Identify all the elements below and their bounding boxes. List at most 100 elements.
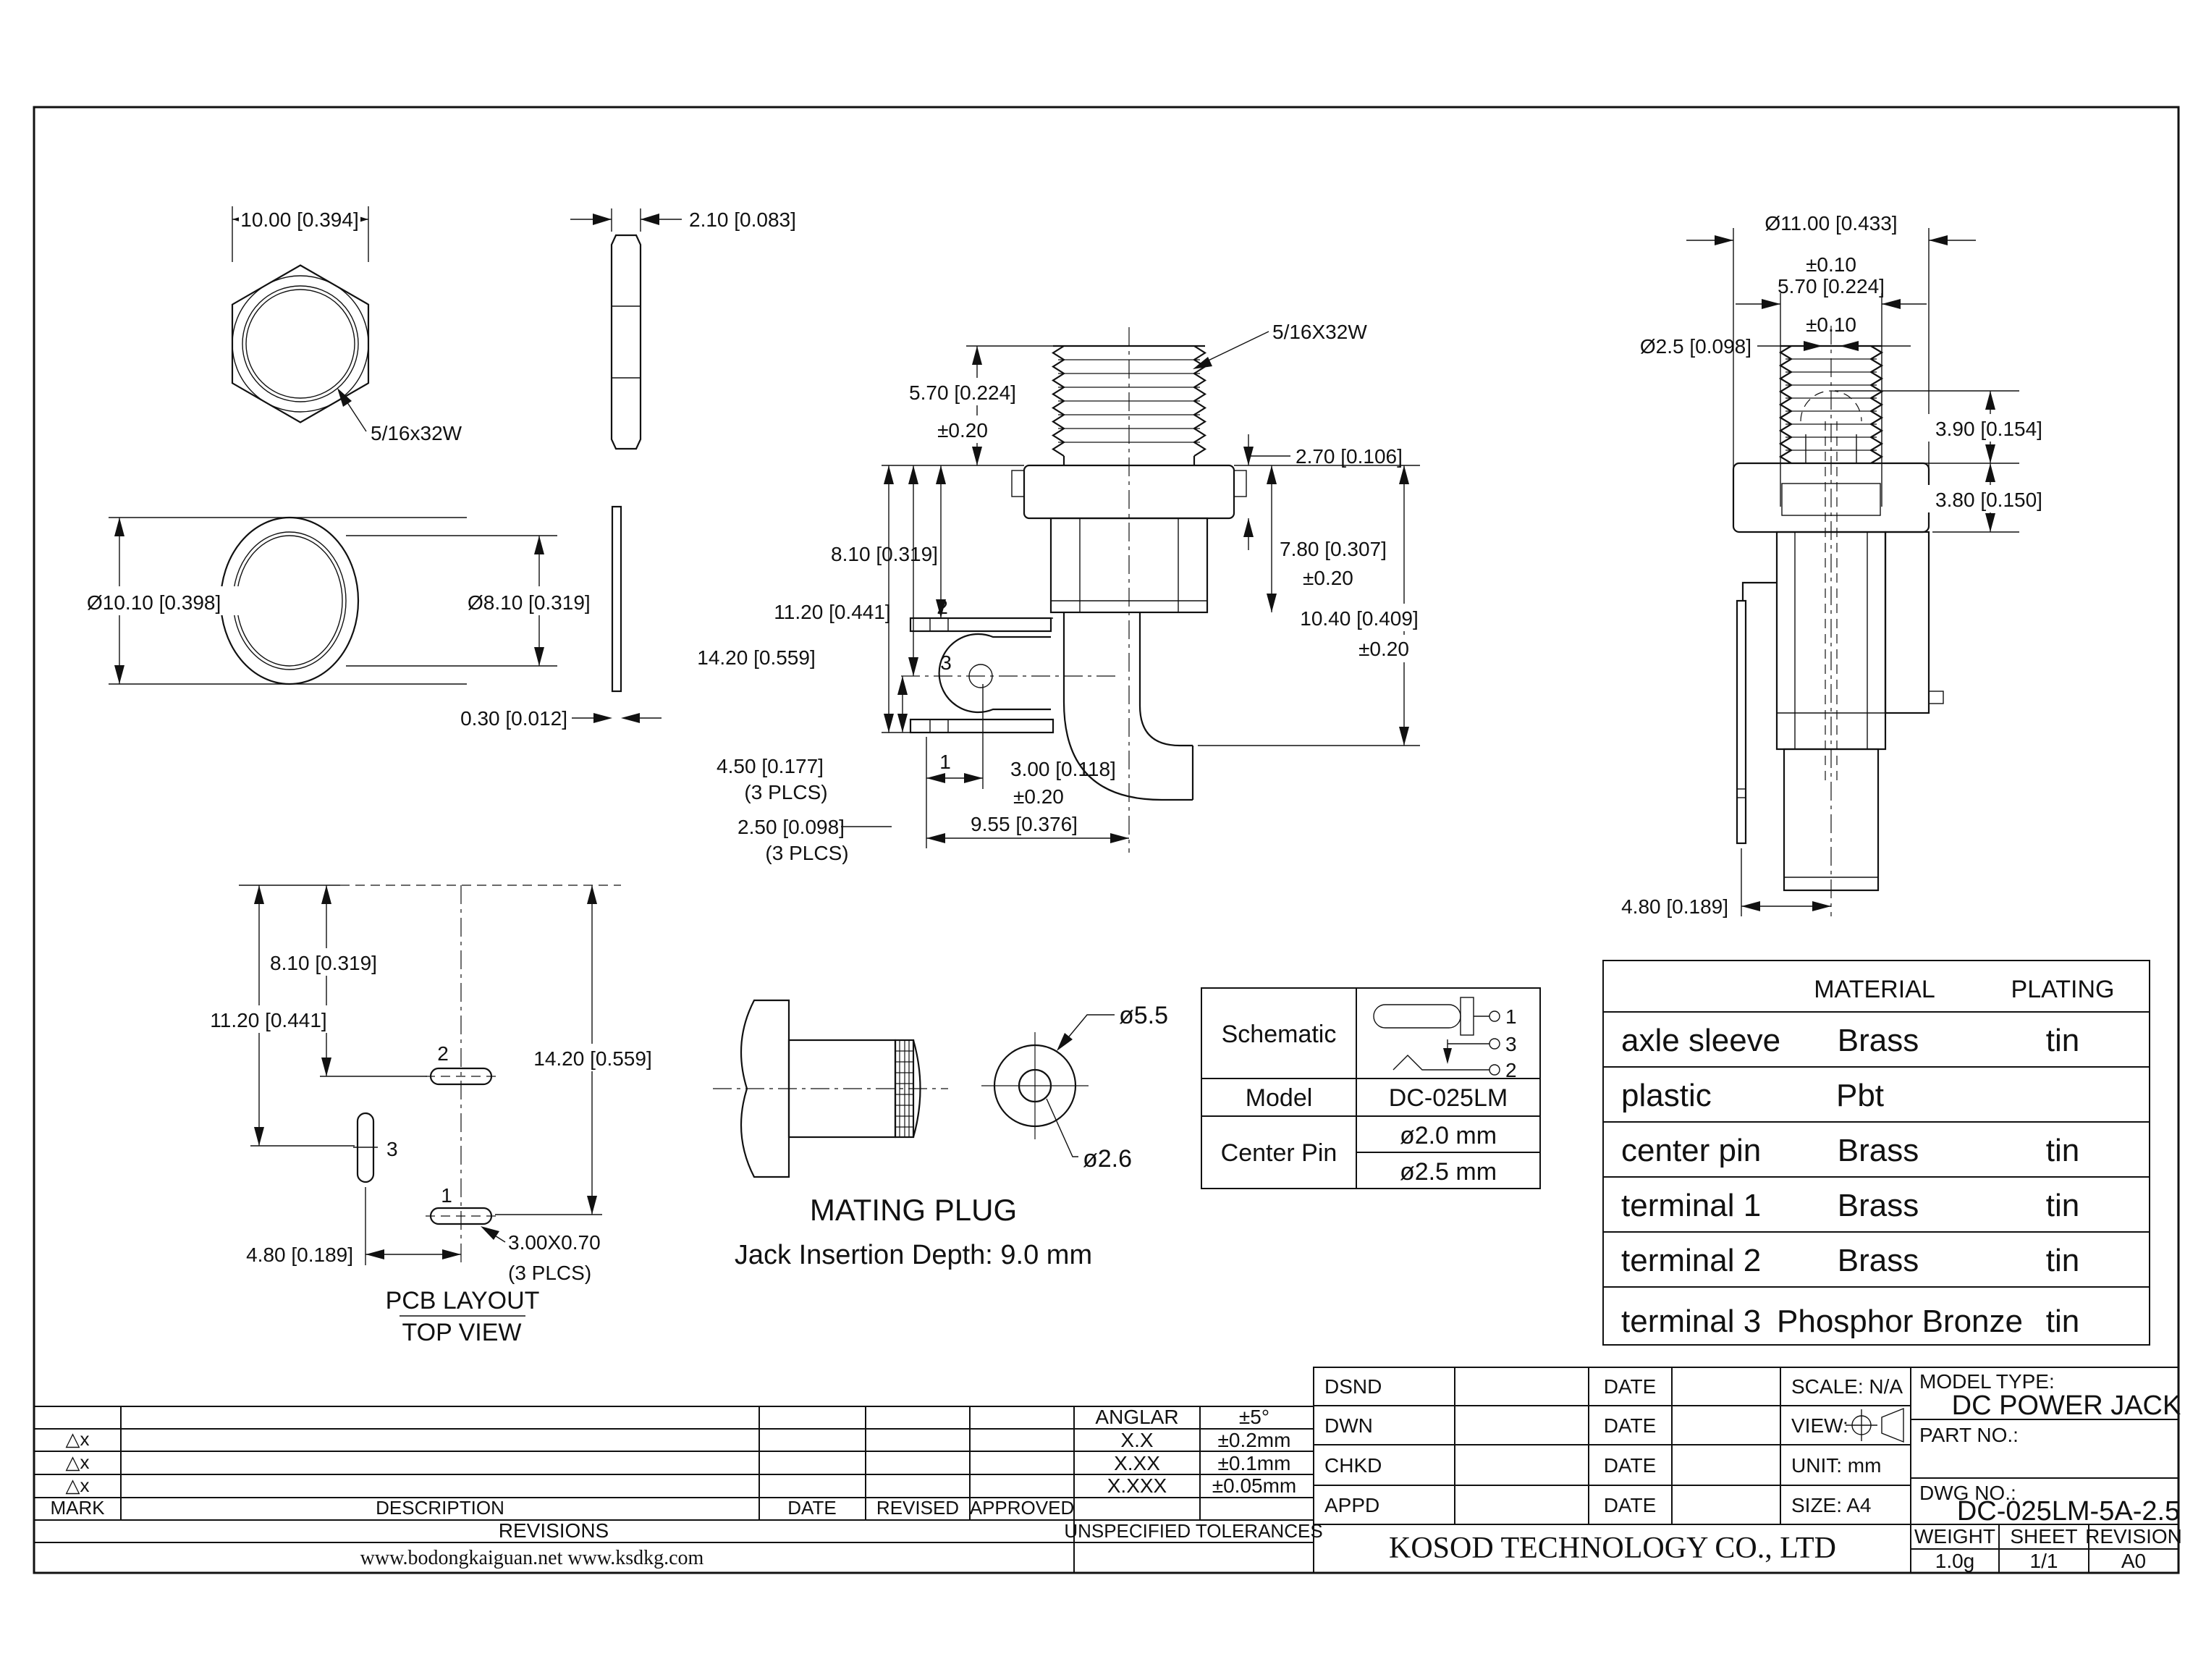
projection-symbol-icon xyxy=(1846,1407,1904,1443)
revision-value: A0 xyxy=(2121,1550,2146,1572)
company-name: KOSOD TECHNOLOGY CO., LTD xyxy=(1389,1532,1836,1565)
section-view: 5/16X32W 5.70 [0.224] ±0.20 8.10 [0.319]… xyxy=(697,321,1430,864)
revision-label: REVISION xyxy=(2085,1525,2182,1548)
section-450-note: (3 PLCS) xyxy=(744,781,827,803)
tol-row-xx-value: ±0.2mm xyxy=(1218,1429,1291,1451)
side-od-dim: Ø11.00 [0.433] xyxy=(1765,212,1897,235)
schematic-drawing: 1 3 2 xyxy=(1373,997,1517,1081)
section-250-note: (3 PLCS) xyxy=(765,842,848,864)
dsnd-label: DSND xyxy=(1324,1375,1382,1398)
title-block: DSND DWN CHKD APPD DATE DATE DATE DATE S… xyxy=(1313,1367,2182,1574)
revision-mark-3: △x xyxy=(66,1474,90,1496)
appd-label: APPD xyxy=(1324,1494,1379,1516)
weight-label: WEIGHT xyxy=(1914,1525,1995,1548)
plug-id-dim: ø2.6 xyxy=(1083,1145,1132,1173)
spec-centerpin-v1: ø2.0 mm xyxy=(1400,1122,1497,1149)
tol-row-anglar-label: ANGLAR xyxy=(1095,1406,1178,1428)
terminal-2-label: 2 xyxy=(937,596,948,618)
section-1040-tol: ±0.20 xyxy=(1358,638,1409,660)
side-480-dim: 4.80 [0.189] xyxy=(1621,895,1728,918)
revisions-table: △x △x △x MARK DESCRIPTION DATE REVISED A… xyxy=(34,1406,1314,1573)
plug-od-dim: ø5.5 xyxy=(1119,1002,1168,1029)
mating-plug-view: ø5.5 ø2.6 MATING PLUG Jack Insertion Dep… xyxy=(713,999,1168,1270)
terminal-1-label: 1 xyxy=(939,751,951,773)
dwg-no-value: DC-025LM-5A-2.5 xyxy=(1957,1496,2180,1527)
washer-od-dim: Ø10.10 [0.398] xyxy=(87,591,221,614)
washer-side-view: 0.30 [0.012] xyxy=(460,505,662,730)
schematic-pin2: 2 xyxy=(1505,1059,1517,1081)
part-name: terminal 1 xyxy=(1621,1188,1761,1223)
material-row-center-pin: center pin Brass tin xyxy=(1621,1133,2079,1168)
websites: www.bodongkaiguan.net www.ksdkg.com xyxy=(360,1547,704,1569)
side-pin-dim: Ø2.5 [0.098] xyxy=(1640,335,1751,358)
part-plating: tin xyxy=(2046,1133,2079,1168)
spec-centerpin-label: Center Pin xyxy=(1221,1139,1337,1167)
section-thread-label: 5/16X32W xyxy=(1272,321,1367,343)
spec-centerpin-v2: ø2.5 mm xyxy=(1400,1158,1497,1186)
chkd-label: CHKD xyxy=(1324,1454,1382,1477)
terminal-3-label: 3 xyxy=(940,651,952,674)
tol-row-xxxx-value: ±0.05mm xyxy=(1212,1474,1297,1497)
section-300-dim: 3.00 [0.118] xyxy=(1010,758,1116,780)
part-name: axle sleeve xyxy=(1621,1023,1780,1058)
part-plating: tin xyxy=(2046,1023,2079,1058)
revision-mark-2: △x xyxy=(66,1451,90,1473)
dwg-no-label: DWG NO.: xyxy=(1919,1482,2016,1504)
nut-side-view: 2.10 [0.083] xyxy=(570,208,796,450)
material-row-plastic: plastic Pbt xyxy=(1621,1078,1884,1113)
date-label-3: DATE xyxy=(1604,1454,1657,1477)
section-810-dim: 8.10 [0.319] xyxy=(831,543,938,565)
material-row-terminal-3: terminal 3 Phosphor Bronze tin xyxy=(1621,1304,2079,1339)
drawing-border xyxy=(33,106,2180,1574)
part-plating: tin xyxy=(2046,1243,2079,1278)
section-250-dim: 2.50 [0.098] xyxy=(738,816,845,838)
side-flats-dim: 5.70 [0.224] xyxy=(1778,275,1885,297)
part-name: terminal 2 xyxy=(1621,1243,1761,1278)
spec-model-value: DC-025LM xyxy=(1389,1084,1508,1112)
model-type-value: DC POWER JACK xyxy=(1952,1390,2181,1421)
spec-model-label: Model xyxy=(1246,1084,1313,1112)
section-1420-dim: 14.20 [0.559] xyxy=(697,646,815,669)
tol-row-xxx-label: X.XX xyxy=(1114,1452,1160,1474)
part-plating: tin xyxy=(2046,1188,2079,1223)
section-1120-dim: 11.20 [0.441] xyxy=(774,601,890,623)
date-label-4: DATE xyxy=(1604,1494,1657,1516)
revision-mark-1: △x xyxy=(66,1428,90,1450)
section-570-tol: ±0.20 xyxy=(937,419,988,442)
date-label-1: DATE xyxy=(1604,1375,1657,1398)
pcb-layout-view: 8.10 [0.319] 11.20 [0.441] 14.20 [0.559]… xyxy=(201,885,662,1346)
section-780-tol: ±0.20 xyxy=(1303,567,1353,589)
schematic-pin1: 1 xyxy=(1505,1005,1517,1028)
material-col-header: MATERIAL xyxy=(1814,976,1935,1003)
hex-nut-front-view: 10.00 [0.394] 5/16x32W xyxy=(231,205,462,444)
tol-row-anglar-value: ±5° xyxy=(1239,1406,1269,1428)
pcb-pad-note2: (3 PLCS) xyxy=(508,1262,591,1284)
material-row-terminal-1: terminal 1 Brass tin xyxy=(1621,1188,2079,1223)
pcb-1120-dim: 11.20 [0.441] xyxy=(210,1009,326,1031)
tol-row-xx-label: X.X xyxy=(1120,1429,1153,1451)
material-row-axle-sleeve: axle sleeve Brass tin xyxy=(1621,1023,2079,1058)
sheet-label: SHEET xyxy=(2010,1525,2077,1548)
pcb-480-dim: 4.80 [0.189] xyxy=(246,1244,353,1266)
section-780-dim: 7.80 [0.307] xyxy=(1280,538,1387,560)
tol-row-xxx-value: ±0.1mm xyxy=(1218,1452,1291,1474)
section-450-dim: 4.50 [0.177] xyxy=(717,755,824,777)
part-name: center pin xyxy=(1621,1133,1761,1168)
tolerance-table: ANGLAR ±5° X.X ±0.2mm X.XX ±0.1mm X.XXX … xyxy=(1064,1406,1322,1542)
washer-id-dim: Ø8.10 [0.319] xyxy=(468,591,591,614)
dwn-label: DWN xyxy=(1324,1414,1373,1437)
pcb-810-dim: 8.10 [0.319] xyxy=(270,952,377,974)
washer-front-view: Ø10.10 [0.398] Ø8.10 [0.319] xyxy=(84,516,615,685)
side-flats-tol: ±0.10 xyxy=(1806,313,1856,336)
part-material: Brass xyxy=(1838,1023,1919,1058)
part-material: Phosphor Bronze xyxy=(1777,1304,2023,1339)
pcb-title: PCB LAYOUT xyxy=(386,1287,540,1314)
sheet-value: 1/1 xyxy=(2030,1550,2058,1572)
part-name: terminal 3 xyxy=(1621,1304,1761,1339)
weight-value: 1.0g xyxy=(1935,1550,1975,1572)
pcb-pad2-label: 2 xyxy=(437,1042,449,1065)
part-plating: tin xyxy=(2046,1304,2079,1339)
unspecified-tolerances-label: UNSPECIFIED TOLERANCES xyxy=(1064,1520,1322,1542)
washer-thickness-dim: 0.30 [0.012] xyxy=(460,707,567,730)
